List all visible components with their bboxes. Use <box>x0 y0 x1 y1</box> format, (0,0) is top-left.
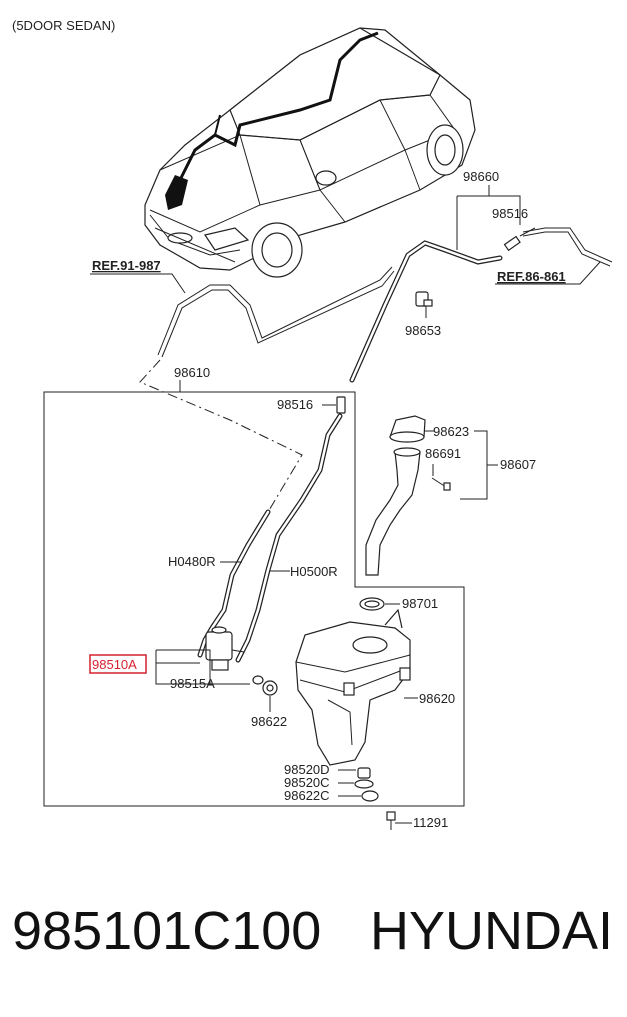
parts-diagram: (5DOOR SEDAN) <box>12 18 613 830</box>
seal-98701 <box>359 597 385 611</box>
reservoir-tank-98620 <box>295 608 411 766</box>
label-98520c: 98520C <box>284 775 330 790</box>
grommet-98622 <box>262 680 278 696</box>
label-98623: 98623 <box>433 424 469 439</box>
label-98622: 98622 <box>251 714 287 729</box>
brand-name: HYUNDAI <box>369 901 613 961</box>
filler-neck-98607 <box>365 447 421 576</box>
highlight-box-98510a <box>89 654 147 674</box>
clip-98653 <box>415 291 433 318</box>
label-98515a: 98515A <box>170 676 215 691</box>
label-98520d: 98520D <box>284 762 330 777</box>
label-h0480r: H0480R <box>168 554 216 569</box>
label-98620: 98620 <box>419 691 455 706</box>
part-number: 985101C100 <box>12 901 322 961</box>
label-98516-mid: 98516 <box>277 397 313 412</box>
label-98701: 98701 <box>402 596 438 611</box>
connector-98516-top <box>503 227 536 252</box>
label-h0500r: H0500R <box>290 564 338 579</box>
bolt-11291 <box>386 811 396 830</box>
cap-98623 <box>389 415 426 443</box>
cap-98520c <box>354 779 374 789</box>
level-sensor-98520d <box>357 767 371 779</box>
label-98622c: 98622C <box>284 788 330 803</box>
connector-98516-mid <box>336 396 346 414</box>
label-98653: 98653 <box>405 323 441 338</box>
label-86691: 86691 <box>425 446 461 461</box>
car-illustration <box>144 27 476 278</box>
label-98607: 98607 <box>500 457 536 472</box>
footer: 985101C100 HYUNDAI <box>0 900 627 980</box>
ref-86-861: REF.86-861 <box>497 269 566 284</box>
label-98610: 98610 <box>174 365 210 380</box>
washer-pump-98510a <box>205 626 245 671</box>
grommet-98622c <box>361 790 379 802</box>
diagram-caption: (5DOOR SEDAN) <box>12 18 115 33</box>
label-98516-top: 98516 <box>492 206 528 221</box>
label-98510a: 98510A <box>92 657 137 672</box>
ref-91-987: REF.91-987 <box>92 258 161 273</box>
label-98660: 98660 <box>463 169 499 184</box>
bolt-86691 <box>431 477 451 491</box>
label-11291: 11291 <box>413 815 448 830</box>
